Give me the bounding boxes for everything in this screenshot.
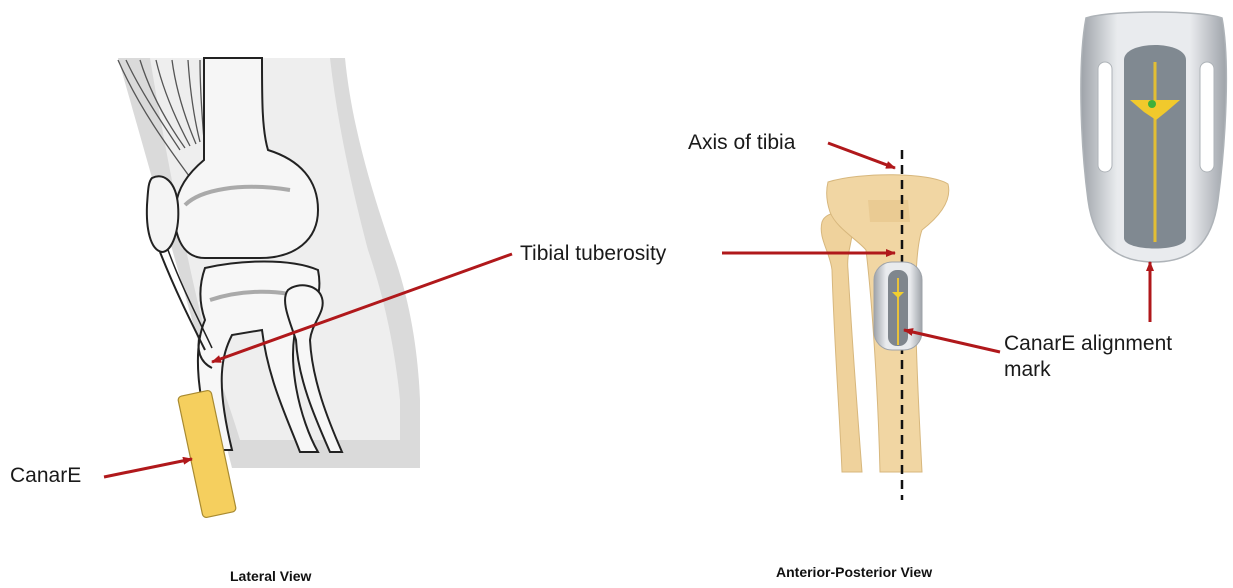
ap-view-illustration — [821, 150, 949, 500]
label-axis-of-tibia: Axis of tibia — [688, 130, 795, 156]
canare-device-small — [874, 262, 922, 350]
caption-lateral-view: Lateral View — [230, 568, 311, 584]
patella — [147, 176, 178, 252]
lateral-view-illustration — [118, 58, 420, 518]
label-canare: CanarE — [10, 463, 81, 489]
arrow-canare — [104, 459, 192, 477]
arrow-axis-of-tibia — [828, 143, 895, 168]
label-alignment-mark: CanarE alignment mark — [1004, 331, 1172, 384]
label-alignment-mark-line2: mark — [1004, 358, 1051, 381]
canare-device-closeup — [1081, 12, 1226, 262]
label-tibial-tuberosity: Tibial tuberosity — [520, 241, 666, 267]
label-alignment-mark-line1: CanarE alignment — [1004, 332, 1172, 355]
caption-ap-view: Anterior-Posterior View — [776, 564, 932, 580]
